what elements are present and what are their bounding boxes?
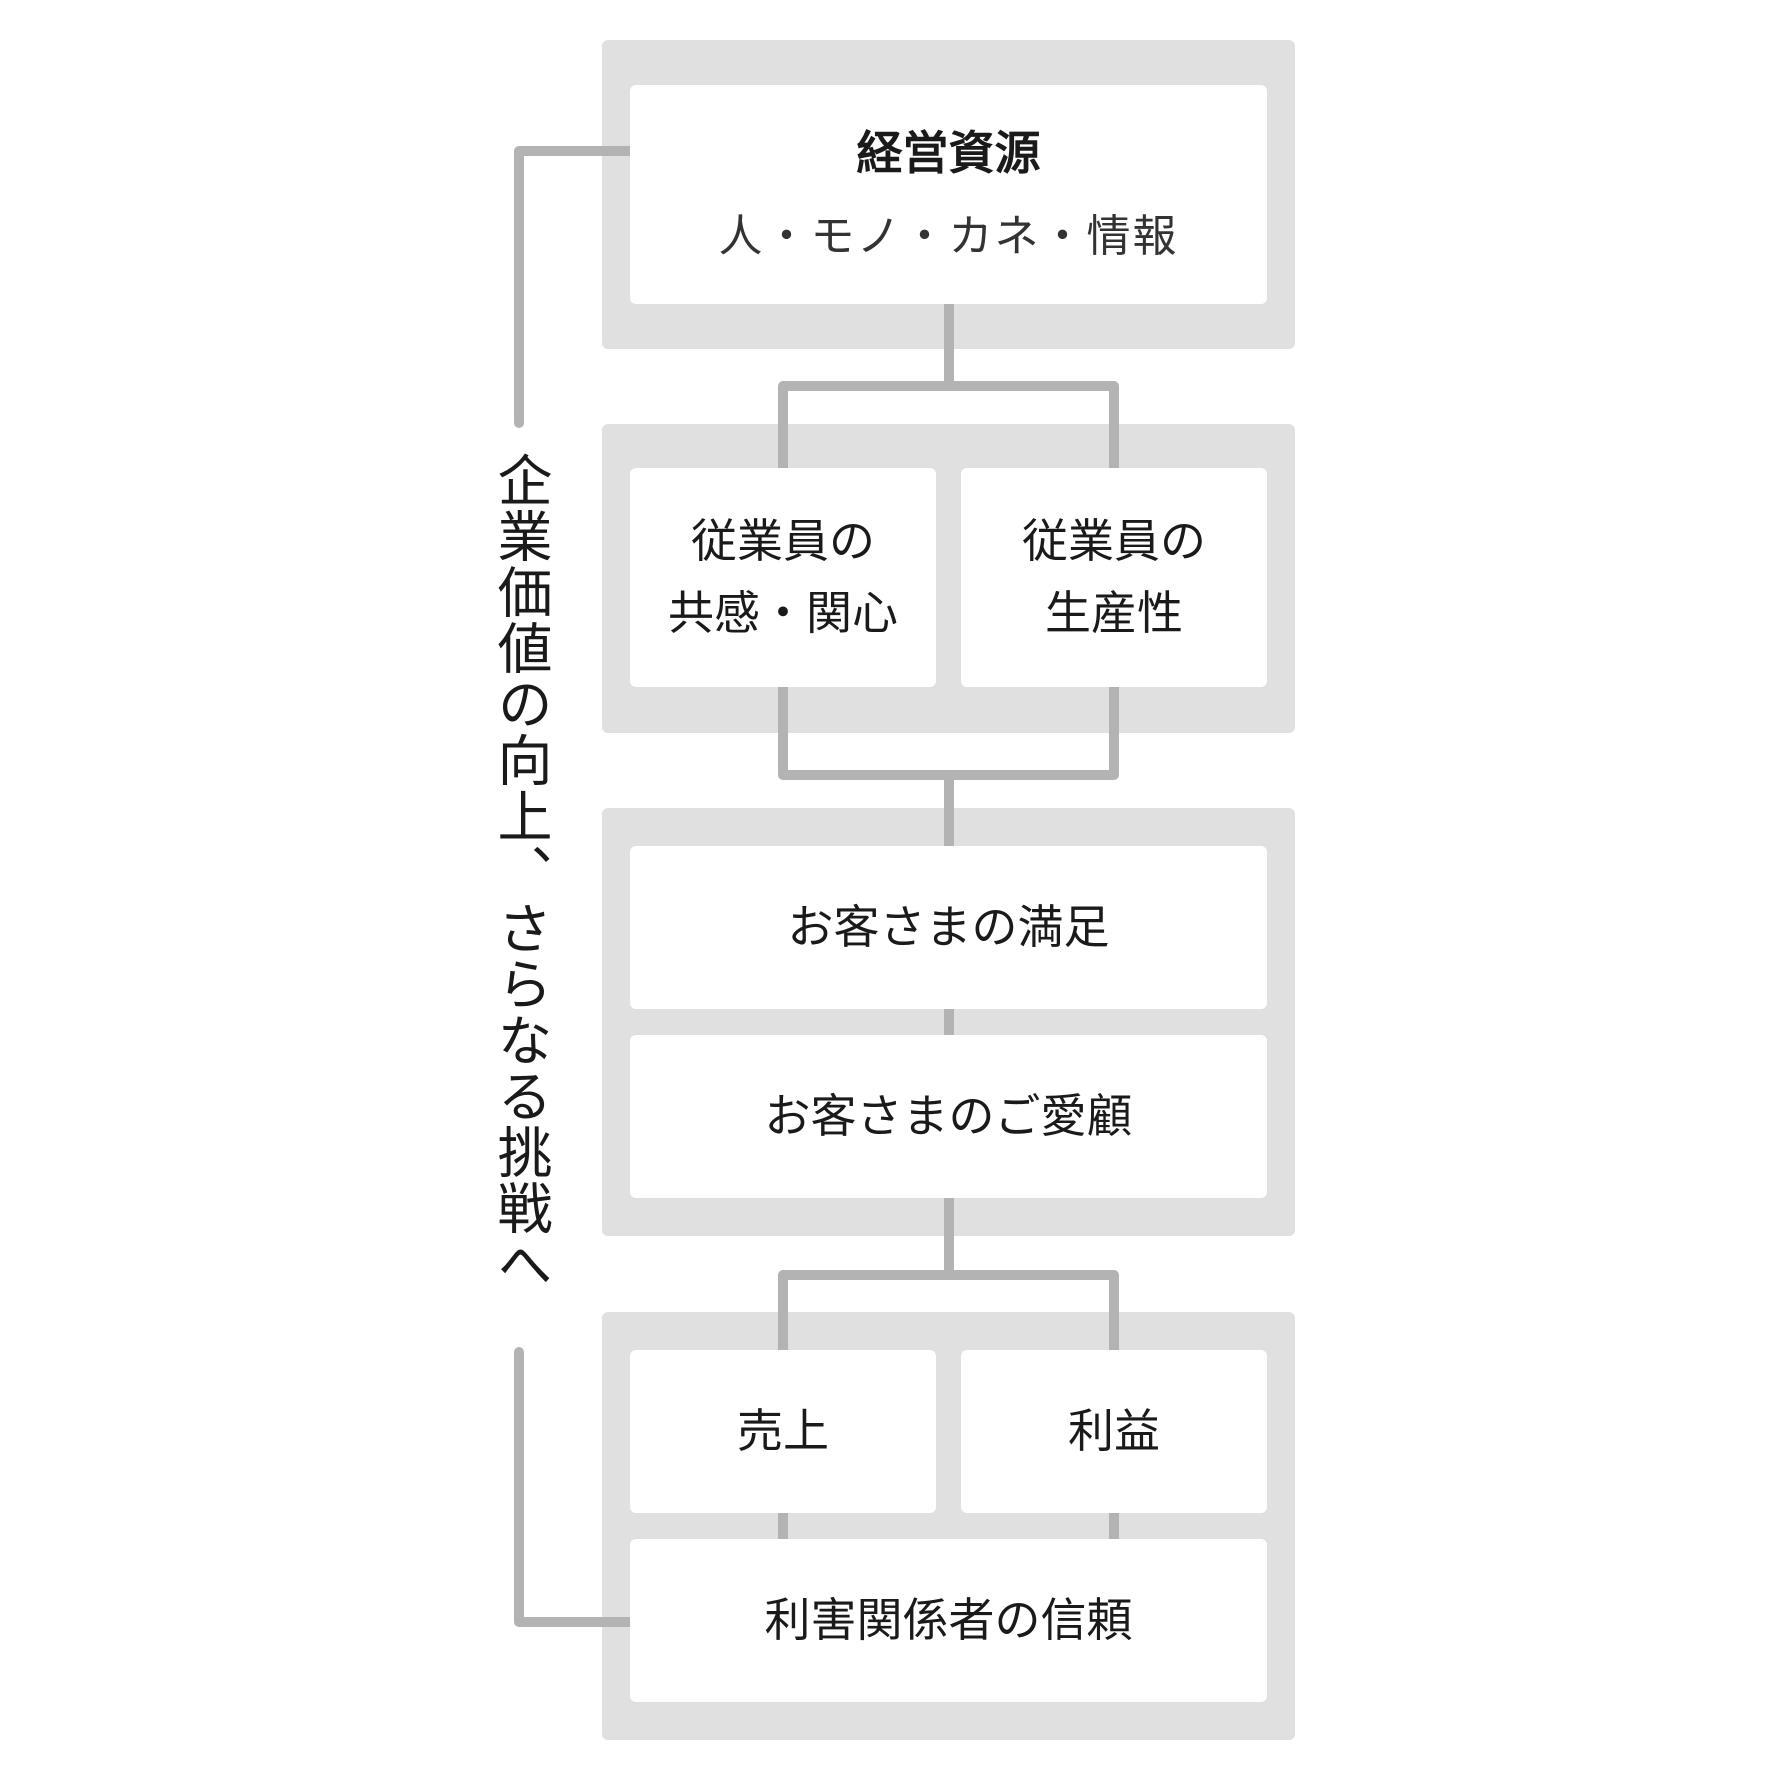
stakeholder-trust-box: 利害関係者の信頼 xyxy=(630,1539,1267,1702)
connector-1-2 xyxy=(778,299,1119,473)
employee-productivity-line1: 従業員の xyxy=(1022,514,1206,569)
sales-box: 売上 xyxy=(630,1350,936,1513)
customer-satisfaction-box: お客さまの満足 xyxy=(630,846,1267,1009)
profit-label: 利益 xyxy=(1068,1403,1160,1458)
sales-label: 売上 xyxy=(737,1403,829,1458)
employee-productivity-line2: 生産性 xyxy=(1045,585,1183,640)
connector-4-inner xyxy=(778,1508,1119,1544)
customer-satisfaction-label: お客さまの満足 xyxy=(787,899,1110,954)
management-resources-title: 経営資源 xyxy=(856,125,1041,180)
connector-3-4 xyxy=(778,1193,1119,1355)
customer-loyalty-label: お客さまのご愛顧 xyxy=(764,1088,1133,1143)
profit-box: 利益 xyxy=(961,1350,1267,1513)
employee-empathy-line2: 共感・関心 xyxy=(668,585,898,640)
employee-empathy-line1: 従業員の xyxy=(691,514,875,569)
customer-loyalty-box: お客さまのご愛顧 xyxy=(630,1035,1267,1198)
management-resources-box: 経営資源 人・モノ・カネ・情報 xyxy=(630,85,1267,304)
connector-2-3 xyxy=(778,682,1119,851)
stakeholder-trust-label: 利害関係者の信頼 xyxy=(764,1592,1133,1647)
management-resources-subtitle: 人・モノ・カネ・情報 xyxy=(718,211,1179,263)
employee-productivity-box: 従業員の 生産性 xyxy=(961,468,1267,687)
feedback-label: 企業価値の向上、さらなる挑戦へ xyxy=(488,452,552,1292)
employee-empathy-box: 従業員の 共感・関心 xyxy=(630,468,936,687)
